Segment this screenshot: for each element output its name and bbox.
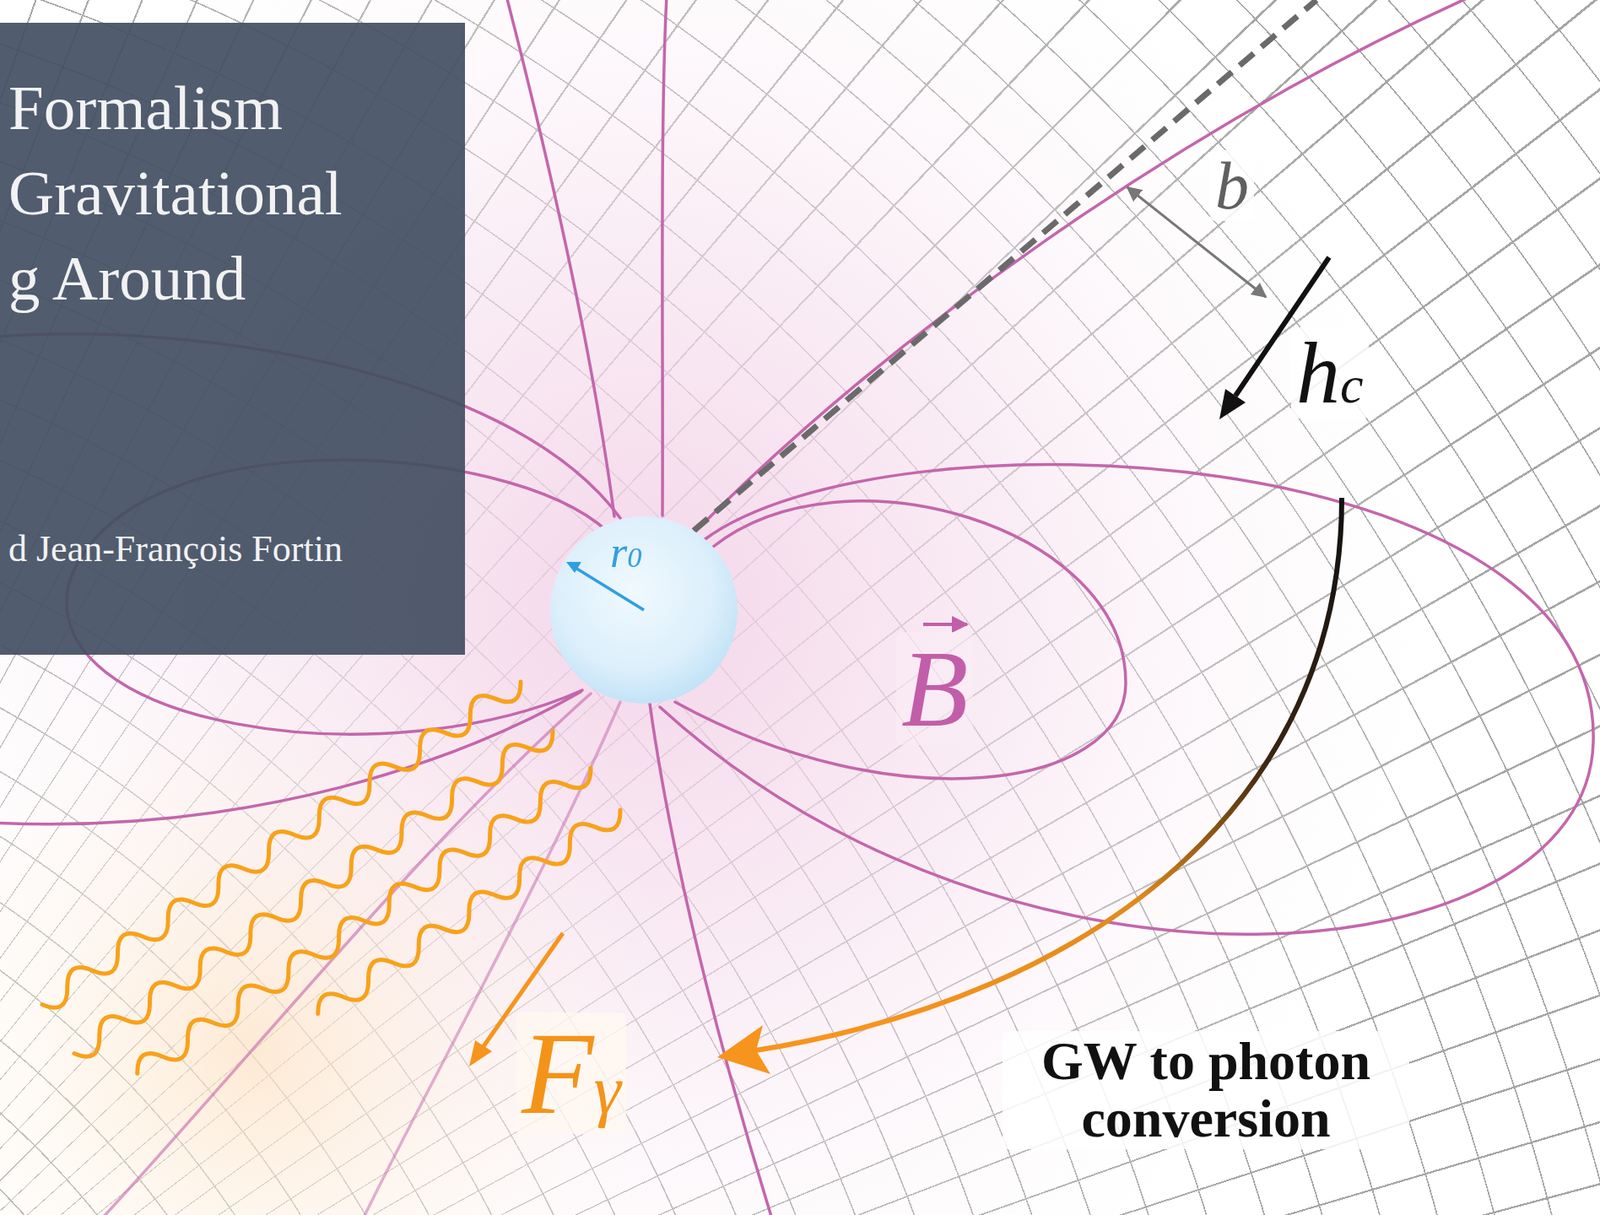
field-line bbox=[693, 0, 1473, 534]
title-text: Formalism Gravitational g Around bbox=[8, 64, 372, 321]
field-line bbox=[101, 693, 591, 1215]
field-line bbox=[675, 501, 1126, 779]
magnetic-field-label: B bbox=[896, 632, 973, 746]
neutron-star: r0 bbox=[549, 515, 739, 705]
star-shape bbox=[549, 515, 739, 705]
title-panel: Formalism Gravitational g Around d Jean-F… bbox=[0, 22, 465, 655]
field-line bbox=[0, 691, 581, 825]
impact-parameter-label: b bbox=[1210, 150, 1255, 222]
vector-arrow bbox=[923, 622, 968, 627]
field-line bbox=[659, 464, 1594, 936]
photon-flux-label: Fγ bbox=[516, 1012, 627, 1135]
author-text: d Jean-François Fortin bbox=[8, 527, 343, 572]
radius-arrow bbox=[575, 567, 644, 611]
photon-wave bbox=[35, 671, 528, 1015]
gw-arrowhead bbox=[1219, 389, 1246, 420]
gw-strain-label: hc bbox=[1291, 327, 1369, 419]
field-line bbox=[662, 0, 667, 516]
field-line bbox=[506, 0, 615, 517]
radius-arrowhead bbox=[566, 562, 582, 573]
conversion-arrowhead bbox=[717, 1025, 771, 1075]
flux-arrowhead bbox=[469, 1040, 492, 1067]
conversion-arrow bbox=[755, 497, 1342, 1051]
photon-wave bbox=[311, 800, 628, 1024]
radius-symbol: r0 bbox=[610, 530, 642, 575]
field-line bbox=[649, 703, 773, 1215]
conversion-label: GW to photon conversion bbox=[1002, 1031, 1410, 1150]
star-disc bbox=[550, 516, 738, 704]
line-of-sight bbox=[693, 0, 1317, 531]
